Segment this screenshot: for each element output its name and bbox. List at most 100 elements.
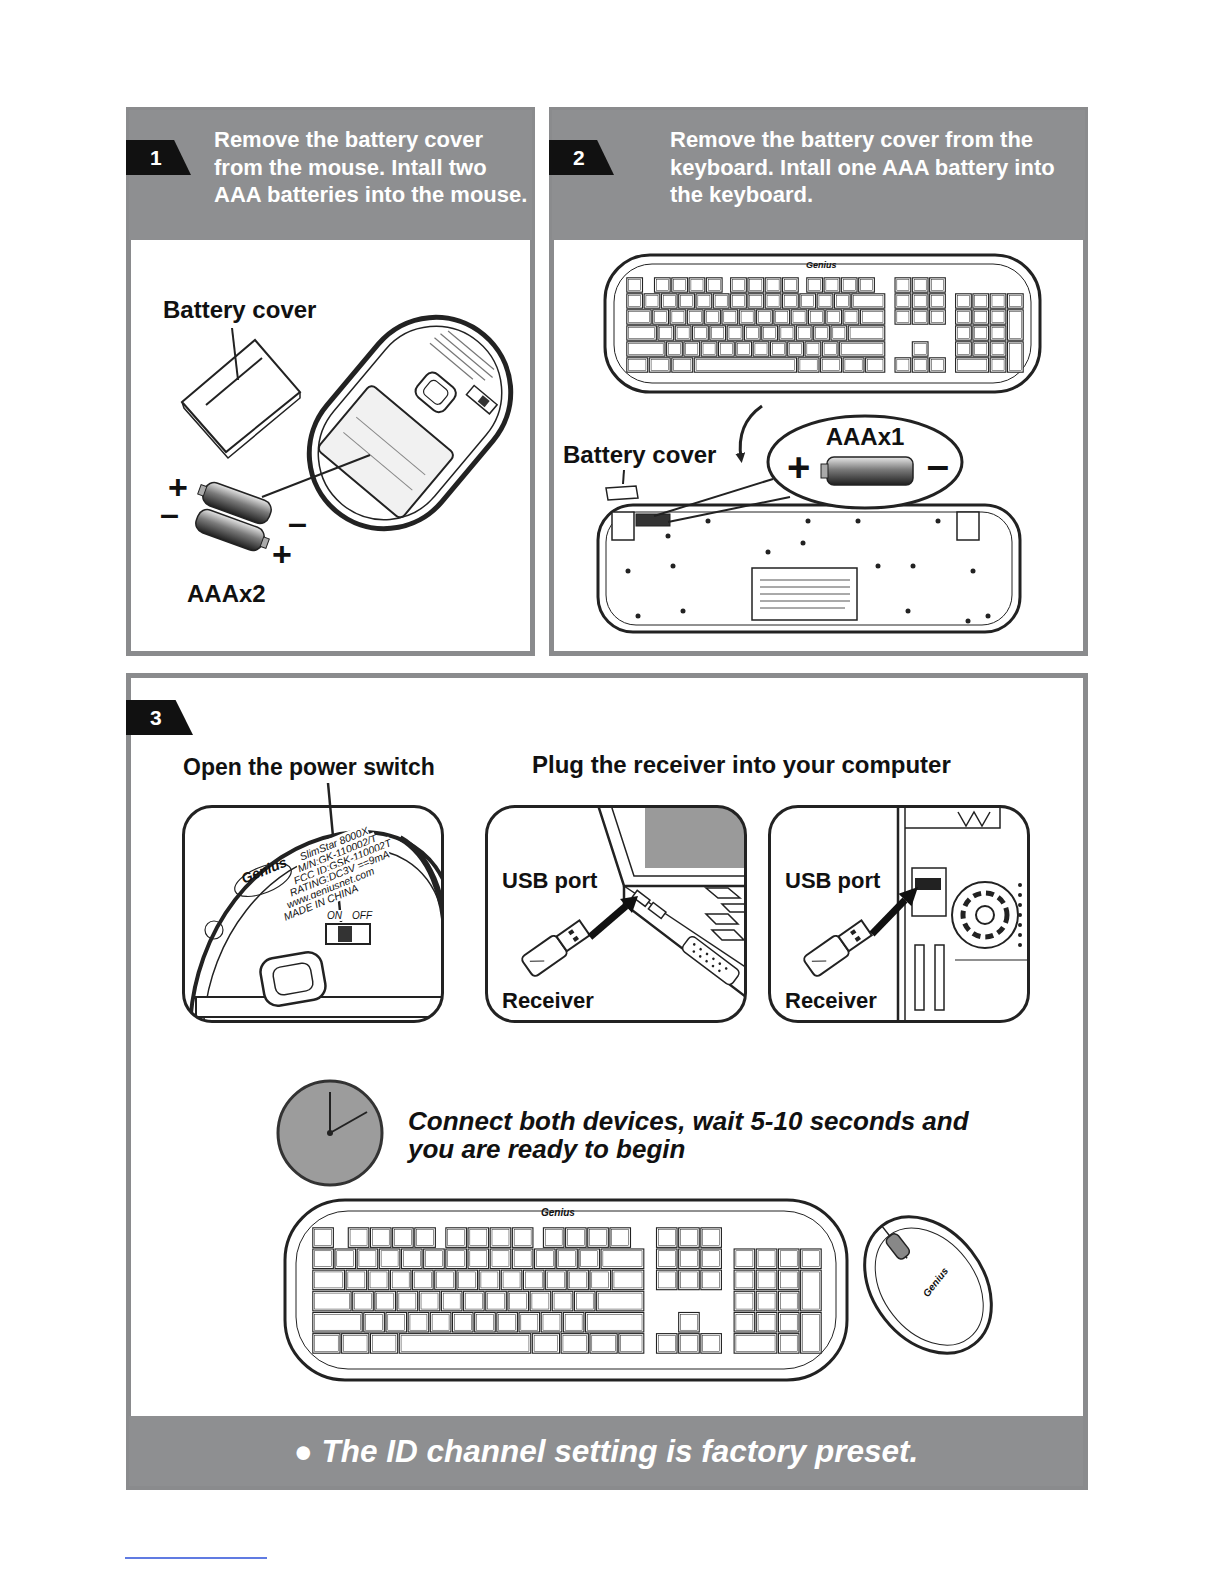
keyboard-key <box>448 1230 465 1246</box>
keyboard-key <box>348 1272 365 1288</box>
keyboard-key <box>772 344 784 355</box>
keyboard-key <box>859 278 875 292</box>
keyboard-key <box>437 1272 454 1288</box>
keyboard-key <box>658 1230 675 1246</box>
keyboard-key <box>534 1335 558 1351</box>
keyboard-key <box>930 294 946 308</box>
keyboard-key <box>727 326 743 340</box>
keyboard-key <box>731 278 747 292</box>
keyboard-key <box>476 1314 493 1330</box>
battery-cover-part <box>206 358 262 405</box>
keyboard-key <box>394 1230 411 1246</box>
keyboard-key <box>776 312 788 323</box>
keyboard-key <box>801 1249 822 1269</box>
keyboard-key <box>780 1335 797 1351</box>
keyboard-key <box>841 344 883 355</box>
plug-arrow <box>590 896 638 937</box>
keyboard-key <box>732 296 744 307</box>
mouse-underside <box>272 962 314 996</box>
laptop <box>722 904 746 912</box>
keyboard-key <box>468 1228 489 1248</box>
keyboard-key <box>681 296 693 307</box>
keyboard-key <box>762 326 778 340</box>
keyboard-key <box>629 312 650 323</box>
keyboard-key <box>765 294 781 308</box>
keyboard-bottom <box>626 519 991 624</box>
keyboard-key <box>931 296 943 307</box>
keyboard-key <box>566 1228 587 1248</box>
keyboard-bottom <box>971 569 976 574</box>
desktop-tower <box>915 945 924 1010</box>
keyboard-key <box>335 1249 356 1269</box>
leader-line <box>668 497 790 522</box>
keyboard-key <box>408 1312 429 1332</box>
keyboard-key <box>833 328 845 339</box>
keyboard-key <box>845 360 862 371</box>
keyboard-key <box>734 1249 755 1269</box>
keyboard-key <box>758 1314 775 1330</box>
plug-arrow <box>899 887 919 906</box>
desktop-tower <box>963 893 1007 937</box>
keyboard-key <box>770 342 786 356</box>
keyboard-bottom <box>806 519 811 524</box>
keyboard-key <box>895 278 911 292</box>
keyboard-key <box>514 1251 531 1267</box>
keyboard-key <box>866 358 885 372</box>
keyboard-key <box>931 280 943 291</box>
keyboard-key <box>679 294 695 308</box>
usb-receiver <box>838 920 871 951</box>
keyboard-key <box>490 1249 511 1269</box>
keyboard-bottom <box>598 505 1020 632</box>
keyboard-key <box>824 278 840 292</box>
part-label: Receiver <box>785 988 877 1014</box>
keyboard-key <box>956 326 972 340</box>
desktop-tower <box>1018 883 1022 887</box>
keyboard-key <box>748 278 764 292</box>
keyboard-key <box>510 1293 527 1309</box>
keyboard-key <box>410 1314 427 1330</box>
keyboard-bottom <box>957 512 979 540</box>
keyboard-key <box>677 328 689 339</box>
keyboard-key <box>990 326 1006 340</box>
keyboard-key <box>448 1251 465 1267</box>
usb-receiver <box>573 936 579 942</box>
keyboard-key <box>815 328 827 339</box>
keyboard-key <box>679 1270 700 1290</box>
keyboard-key <box>780 1314 797 1330</box>
keyboard-key <box>957 312 969 323</box>
panel-frame <box>129 110 1086 1488</box>
keyboard-bottom <box>856 519 861 524</box>
keyboard-key <box>703 1335 720 1351</box>
power-switch-inset: Open the power switch <box>182 805 444 1023</box>
leader-line <box>654 479 773 516</box>
keyboard-key <box>706 278 722 292</box>
keyboard-key <box>610 1228 631 1248</box>
keyboard-key <box>801 1312 822 1353</box>
keyboard-key <box>386 1312 407 1332</box>
keyboard-key <box>736 1272 753 1288</box>
aaa-battery <box>193 507 272 555</box>
desktop-tower <box>955 959 1029 960</box>
laptop <box>692 950 696 954</box>
keyboard-key <box>831 326 847 340</box>
keyboard-key <box>701 1334 722 1354</box>
keyboard-key <box>581 1251 598 1267</box>
keyboard-bottom <box>876 564 881 569</box>
laptop <box>624 886 746 970</box>
keyboard-key <box>975 328 987 339</box>
battery-count: AAAx2 <box>187 580 266 608</box>
keyboard-key <box>525 1272 542 1288</box>
keyboard-key <box>957 296 969 307</box>
keyboard-key <box>767 296 779 307</box>
keyboard-key <box>612 1270 644 1290</box>
keyboard-key <box>814 326 830 340</box>
keyboard-key <box>778 1270 799 1290</box>
step-heading: Plug the receiver into your computer <box>532 751 951 779</box>
keyboard-key <box>791 310 807 324</box>
keyboard-key <box>612 1230 629 1246</box>
keyboard-key <box>590 1334 617 1354</box>
keyboard-key <box>778 1249 799 1269</box>
keyboard-key <box>419 1291 440 1311</box>
keyboard-key <box>629 328 655 339</box>
keyboard-key <box>627 342 665 356</box>
